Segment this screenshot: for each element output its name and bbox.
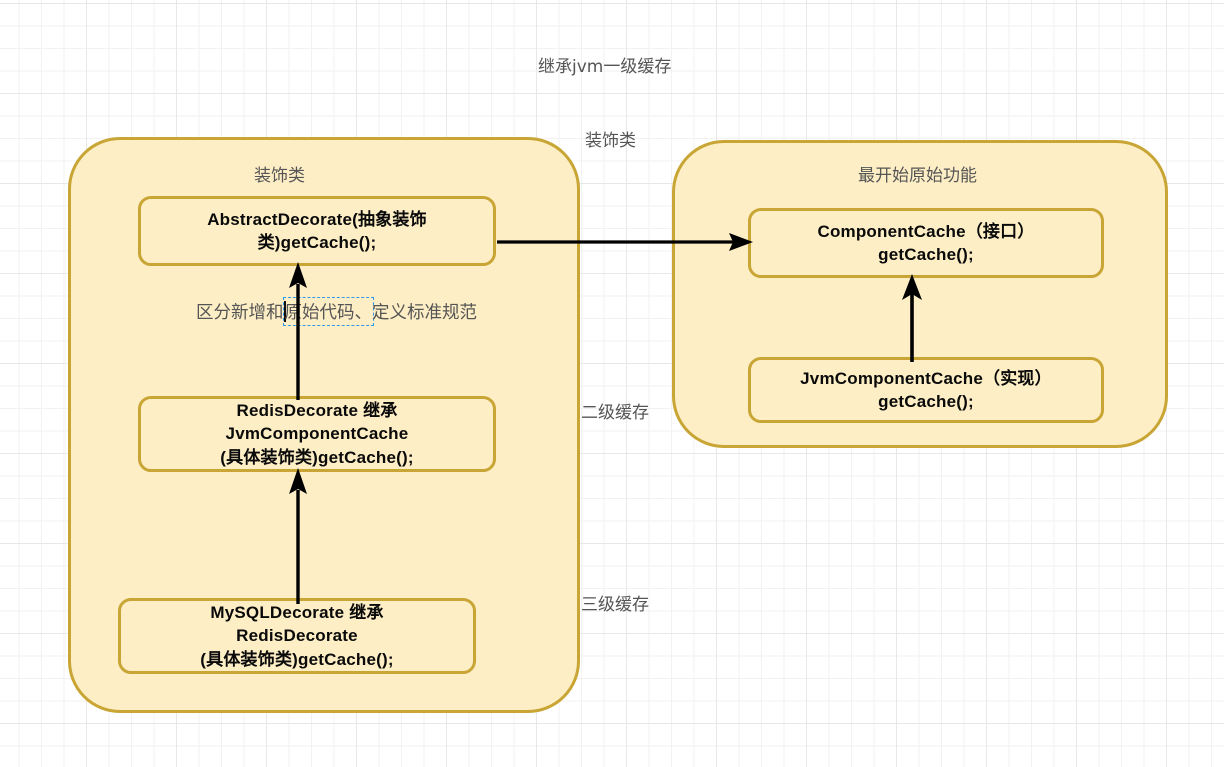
annotation-text-selected[interactable]: 原始代码、 xyxy=(282,297,374,326)
arrow-redis-decorate-to-abstract-decorate[interactable] xyxy=(284,262,312,400)
text-caret xyxy=(283,301,286,322)
label-decorator-inside: 装饰类 xyxy=(254,166,305,186)
arrow-mysql-decorate-to-redis-decorate[interactable] xyxy=(284,468,312,604)
label-level2-cache: 二级缓存 xyxy=(581,403,649,423)
class-box-component-cache[interactable]: ComponentCache（接口） getCache(); xyxy=(748,208,1104,278)
arrow-jvm-component-cache-to-component-cache[interactable] xyxy=(898,274,926,362)
arrow-abstract-decorate-to-component-cache[interactable] xyxy=(497,228,753,256)
annotation-text-after: 定义标准规范 xyxy=(372,303,477,323)
class-box-redis-decorate[interactable]: RedisDecorate 继承 JvmComponentCache (具体装饰… xyxy=(138,396,496,472)
label-decorator-outside: 装饰类 xyxy=(585,131,636,151)
class-box-mysql-decorate[interactable]: MySQLDecorate 继承 RedisDecorate (具体装饰类)ge… xyxy=(118,598,476,674)
class-box-jvm-component-cache[interactable]: JvmComponentCache（实现） getCache(); xyxy=(748,357,1104,423)
label-level3-cache: 三级缓存 xyxy=(581,595,649,615)
label-original-feature: 最开始原始功能 xyxy=(858,166,977,186)
label-jvm-level1-cache: 继承jvm一级缓存 xyxy=(538,57,672,77)
annotation-standard-spec[interactable]: 区分新增和原始代码、定义标准规范 xyxy=(196,297,477,326)
class-box-abstract-decorate[interactable]: AbstractDecorate(抽象装饰 类)getCache(); xyxy=(138,196,496,266)
annotation-text-before: 区分新增和 xyxy=(196,303,284,323)
